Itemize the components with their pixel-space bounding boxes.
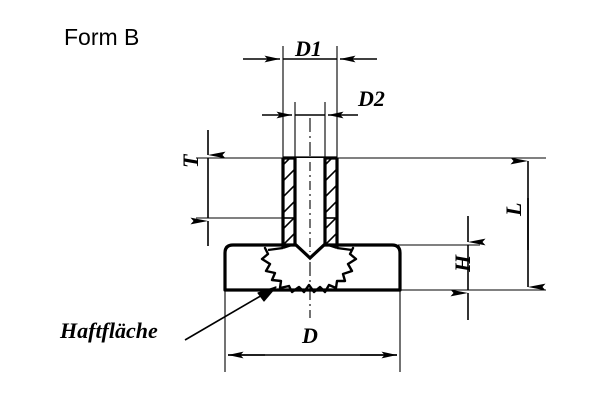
dimension-label-d2: D2 (358, 86, 385, 111)
dimension-label-h: H (450, 254, 475, 272)
dimension-label-d: D (302, 323, 318, 348)
dimension-label-t: T (178, 154, 203, 168)
dimension-label-d1: D1 (295, 36, 322, 61)
thread-bore (293, 158, 327, 261)
magnet-body (223, 243, 402, 292)
potting-break-line (260, 242, 358, 294)
haftflaeche-label: Haftfläche (60, 318, 158, 343)
dimension-label-l: L (501, 202, 526, 216)
form-title: Form B (64, 24, 140, 50)
haftflaeche-leader (184, 286, 277, 341)
